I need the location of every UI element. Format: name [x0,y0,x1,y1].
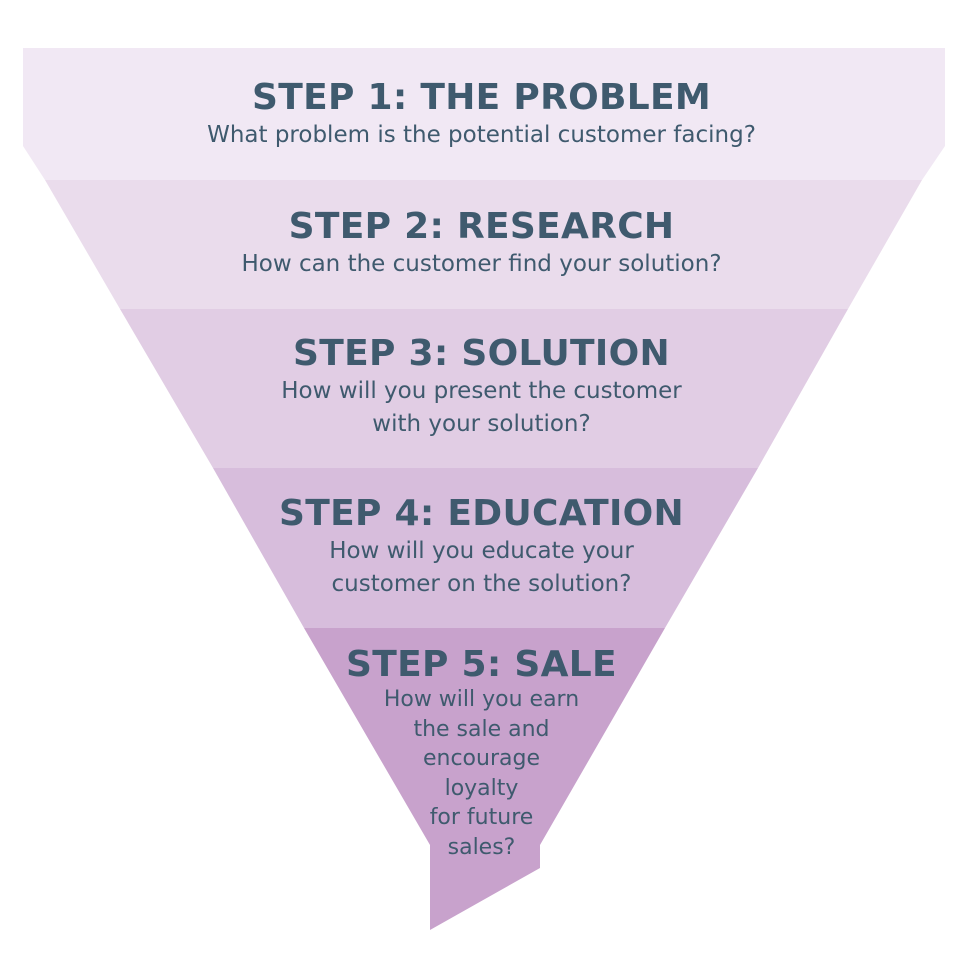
step-5-description: How will you earn the sale and encourage… [0,685,963,862]
step-5-description-line: loyalty [444,775,519,801]
step-5-description-line: encourage [422,746,540,771]
step-3: STEP 3: SOLUTION How will you present th… [0,334,963,441]
step-4: STEP 4: EDUCATION How will you educate y… [0,494,963,601]
step-2-description: How can the customer find your solution? [0,248,963,281]
step-3-description-line: with your solution? [372,411,591,437]
step-4-title: STEP 4: EDUCATION [279,493,684,534]
step-4-description: How will you educate your customer on th… [0,535,963,601]
funnel-layer-1 [23,48,945,180]
step-5-description-line: the sale and [413,716,550,742]
step-1-description: What problem is the potential customer f… [0,119,963,152]
funnel-layer-3 [120,309,848,468]
step-3-description: How will you present the customer with y… [0,375,963,441]
step-5: STEP 5: SALE How will you earn the sale … [0,645,963,862]
funnel-layer-2 [45,180,922,309]
step-2-description-line: How can the customer find your solution? [241,251,722,277]
step-4-description-line: customer on the solution? [331,571,632,597]
step-5-description-line: sales? [447,834,516,860]
funnel-layer-4 [213,468,758,628]
step-5-description-line: How will you earn [383,687,580,712]
step-1-title: STEP 1: THE PROBLEM [252,77,711,118]
funnel-layer-5 [304,628,665,930]
step-3-description-line: How will you present the customer [281,378,682,404]
step-1-description-line: What problem is the potential customer f… [207,122,756,148]
step-5-title: STEP 5: SALE [346,644,617,685]
step-4-description-line: How will you educate your [329,538,634,564]
step-2: STEP 2: RESEARCH How can the customer fi… [0,207,963,281]
step-3-title: STEP 3: SOLUTION [293,333,670,374]
step-2-title: STEP 2: RESEARCH [288,206,675,247]
step-1: STEP 1: THE PROBLEM What problem is the … [0,78,963,152]
step-5-description-line: for future [429,805,534,830]
